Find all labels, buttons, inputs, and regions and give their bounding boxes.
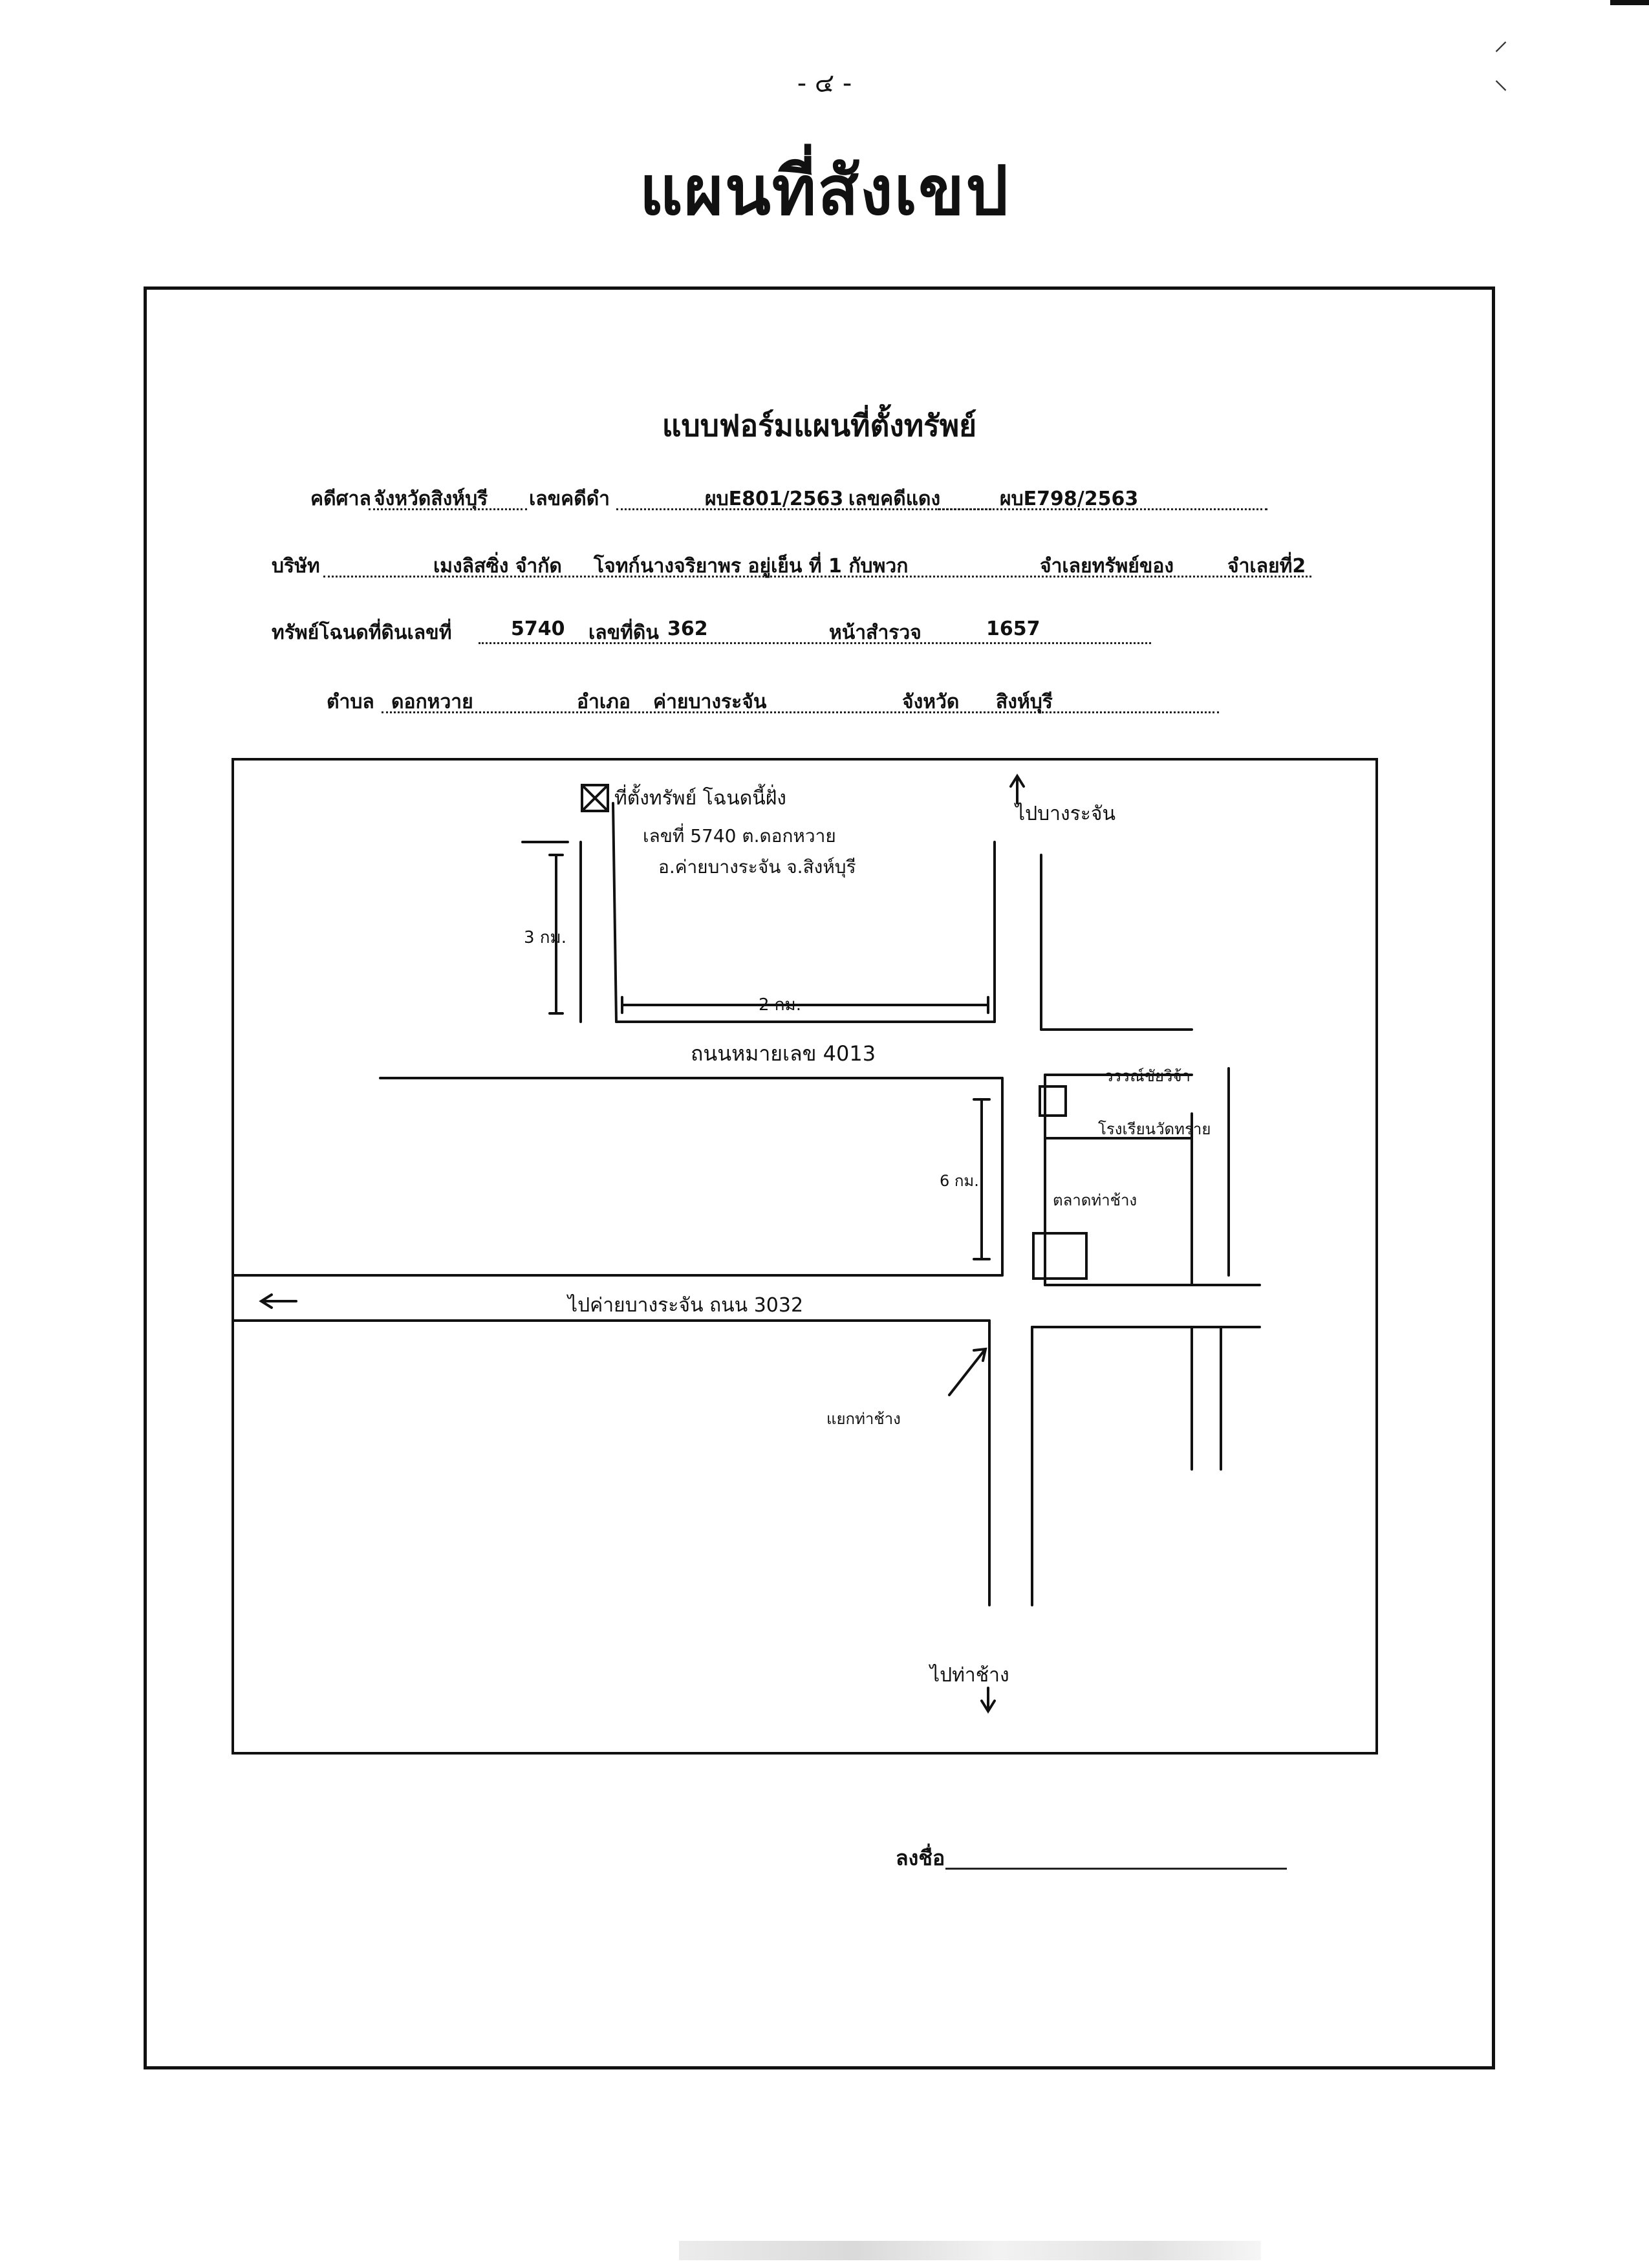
label-3km: 3 กม. [524,928,566,947]
red-case-value: ผบE798/2563 [1000,488,1139,510]
page-number: - ๔ - [797,69,852,98]
land-no-value: 362 [667,618,708,640]
label-road-4013: ถนนหมายเลข 4013 [691,1041,876,1066]
form-frame [144,286,1495,2069]
province-value: สิงห์บุรี [996,691,1053,713]
district-value: ค่ายบางระจัน [653,691,767,713]
label-market: ตลาดท่าช้าง [1053,1191,1137,1209]
label-to-khai-bang-rachan: ไปค่ายบางระจัน ถนน 3032 [566,1293,803,1317]
court-label: คดีศาล [310,488,371,510]
scan-edge-mark [1610,0,1649,5]
black-case-value: ผบE801/2563 [705,488,844,510]
label-to-tha-chang: ไปท่าช้าง [929,1663,1009,1687]
survey-label: หน้าสำรวจ [829,621,921,644]
scan-bottom-artifact [679,2241,1261,2260]
subdistrict-label: ตำบล [327,691,374,713]
label-temple: วรรณ์ชัยวิจ้า [1105,1067,1191,1085]
red-case-label: เลขคดีแดง [848,488,941,510]
document-title: แผนที่สังเขป [639,151,1010,230]
plaintiff-value: นางจริยาพร อยู่เย็น ที่ 1 กับพวก [640,555,909,578]
property-label: ที่ตั้งทรัพย์ โฉนดนี้ฝั่ง [614,784,786,810]
form-title: แบบฟอร์มแผนที่ตั้งทรัพย์ [662,408,977,443]
black-case-label: เลขคดีดำ [529,488,610,510]
road-lane [612,802,618,1023]
label-to-bang-rachan: ไปบางระจัน [1014,802,1116,825]
property-note-1: เลขที่ 5740 ต.ดอกหวาย [643,823,836,847]
company-value: เมงลิสซิ่ง จำกัด [433,555,562,578]
deed-value: 5740 [511,618,565,640]
scan-corner-mark: ⸝⸜ [1494,24,1508,96]
court-value: จังหวัดสิงห์บุรี [374,488,488,510]
property-note-2: อ.ค่ายบางระจัน จ.สิงห์บุรี [658,856,856,878]
signature-line [945,1868,1287,1870]
survey-value: 1657 [986,618,1040,640]
map-frame [232,758,1378,1755]
plaintiff-label: โจทก์ [594,555,640,578]
property-marker-icon [581,784,609,812]
property-owner-label: จำเลยทรัพย์ของ [1040,555,1174,578]
subdistrict-value: ดอกหวาย [391,691,473,713]
signature-label: ลงชื่อ [896,1846,945,1870]
province-label: จังหวัด [902,691,960,713]
district-label: อำเภอ [577,691,630,713]
property-owner-value: จำเลยที่2 [1227,555,1306,578]
label-6km: 6 กม. [940,1172,979,1190]
arrow-pointer-icon [948,1348,986,1396]
label-intersection: แยกท่าช้าง [826,1410,901,1428]
sketch-map: ที่ตั้งทรัพย์ โฉนดนี้ฝั่ง เลขที่ 5740 ต.… [232,773,1261,1714]
land-no-label: เลขที่ดิน [588,621,659,644]
label-school: โรงเรียนวัดทราย [1098,1120,1211,1138]
company-label: บริษัท [272,555,320,578]
deed-label: ทรัพย์โฉนดที่ดินเลขที่ [272,621,452,644]
label-2km: 2 กม. [759,995,801,1015]
